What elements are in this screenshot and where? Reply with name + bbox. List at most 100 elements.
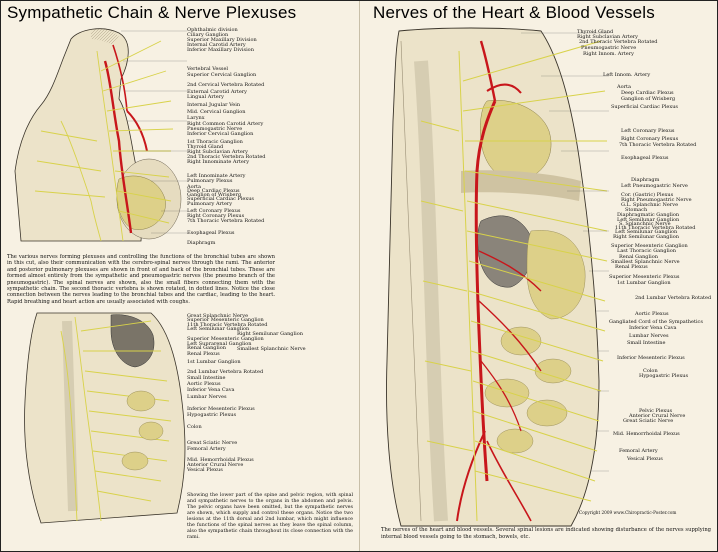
- upper-thorax-illustration: [14, 28, 187, 242]
- label: Hypogastric Plexus: [639, 373, 689, 379]
- label: Smallest Splanchnic Nerve: [611, 259, 680, 265]
- label: Renal Plexus: [615, 264, 648, 270]
- label: Right Coronary Plexus: [187, 213, 245, 219]
- label: Gangliated Cord of the Sympathetics: [609, 319, 703, 325]
- label: Esophageal Plexus: [187, 230, 235, 236]
- label: Aortic Plexus: [187, 381, 221, 387]
- label: 2nd Lumbar Vertebra Rotated: [187, 369, 264, 375]
- label: Inferior Mesenteric Plexus: [617, 355, 685, 361]
- label: Inferior Mesenteric Plexus: [187, 406, 255, 412]
- label: Diaphragmatic Ganglion: [617, 212, 680, 218]
- label: Larynx: [187, 115, 205, 121]
- label: Left Innominate Artery: [187, 173, 246, 179]
- label: Left Innom. Artery: [603, 72, 651, 78]
- label: Inferior Maxillary Division: [187, 47, 254, 53]
- label: S. Splanchnic Nerve: [619, 221, 671, 227]
- label: Renal Ganglion: [187, 345, 226, 351]
- label: Mid. Cervical Ganglion: [187, 109, 246, 115]
- label: Inferior Cervical Ganglion: [187, 131, 254, 137]
- label: Right Coronary Plexus: [621, 136, 679, 142]
- label: Small Intestine: [187, 375, 226, 381]
- torso-illustration: [386, 27, 609, 527]
- label: Right Pneumogastric Nerve: [621, 197, 692, 203]
- label: Right Innom. Artery: [583, 51, 634, 57]
- label: Great Sciatic Nerve: [623, 418, 674, 424]
- label: 2nd Cervical Vertebra Rotated: [187, 82, 265, 88]
- label: Pelvic Plexus: [639, 408, 673, 414]
- left-bottom-labels: Great Splanchnic Nerve Superior Mesenter…: [187, 313, 306, 489]
- label: Left Semilunar Ganglion: [615, 229, 678, 235]
- label: Aortic Plexus: [635, 311, 669, 317]
- label: Deep Cardiac Plexus: [187, 188, 240, 194]
- label: 1st Thoracic Ganglion: [187, 139, 243, 145]
- label: Great Splanchnic Nerve: [187, 313, 249, 319]
- label: Superficial Cardiac Plexus: [611, 104, 678, 110]
- label: Superior Cervical Ganglion: [187, 72, 257, 78]
- label: Pneumogastric Nerve: [187, 126, 243, 132]
- label: Right Semilunar Ganglion: [237, 331, 303, 337]
- label: 2nd Thoracic Vertebra Rotated: [187, 154, 266, 160]
- label: Anterior Crural Nerve: [629, 413, 686, 419]
- label: Right Common Carotid Artery: [187, 121, 264, 127]
- panel-divider: [359, 1, 360, 551]
- label: Deep Cardiac Plexus: [621, 90, 674, 96]
- label: Internal Jugular Vein: [187, 102, 241, 108]
- label: Mid. Hemorrhoidal Plexus: [187, 457, 254, 463]
- label: Internal Carotid Artery: [187, 42, 246, 48]
- label: Lingual Artery: [187, 94, 224, 100]
- label: Small Intestine: [627, 340, 666, 346]
- label: Lumbar Nerves: [187, 394, 227, 400]
- label: Esophageal Plexus: [621, 155, 669, 161]
- label: Great Sciatic Nerve: [187, 440, 238, 446]
- label: External Carotid Artery: [187, 89, 248, 95]
- label: Vesical Plexus: [627, 456, 663, 462]
- left-top-labels: Ophthalmic division Ciliary Ganglion Sup…: [187, 27, 267, 246]
- label: Aorta: [187, 184, 202, 190]
- label: Left Semilunar Ganglion: [617, 217, 680, 223]
- label: Smallest Splanchnic Nerve: [237, 346, 306, 352]
- label: Superior Mesenteric Plexus: [609, 274, 680, 280]
- label: Superior Mesenteric Ganglion: [611, 243, 688, 249]
- label: Left Pneumogastric Nerve: [621, 183, 688, 189]
- label: G.L. Splanchnic Nerve: [621, 202, 679, 208]
- right-caption: The nerves of the heart and blood vessel…: [381, 527, 711, 540]
- label: Superior Mesenteric Ganglion: [187, 317, 264, 323]
- label: Superior Maxillary Division: [187, 37, 257, 43]
- label: Pulmonary Artery: [187, 201, 233, 207]
- label: Last Thoracic Ganglion: [617, 248, 677, 254]
- right-panel-title: Nerves of the Heart & Blood Vessels: [373, 3, 655, 22]
- label: 1st Lumbar Ganglion: [187, 359, 241, 365]
- label: Vesical Plexus: [187, 467, 223, 473]
- label: Diaphragm: [631, 177, 660, 183]
- lower-spine-illustration: [24, 312, 186, 524]
- label: Thyroid Gland: [187, 144, 224, 150]
- label: Superior Mesenteric Ganglion: [187, 336, 264, 342]
- label: 11th Thoracic Vertebra Rotated: [615, 225, 696, 231]
- label: Anterior Crural Nerve: [187, 462, 244, 468]
- right-labels: Thyroid Gland Right Subclavian Artery 2n…: [577, 29, 717, 491]
- copyright-text: Copyright 2009 www.Chiropractic-Poster.c…: [579, 510, 677, 515]
- label: Pulmonary Plexus: [187, 178, 233, 184]
- label: Diaphragm: [187, 240, 216, 246]
- left-bottom-description: Showing the lower part of the spine and …: [187, 493, 353, 540]
- label: Thyroid Gland: [577, 29, 614, 35]
- label: 7th Thoracic Vertebra Rotated: [619, 142, 697, 148]
- label: Colon: [187, 424, 202, 430]
- label: Superficial Cardiac Plexus: [187, 196, 254, 202]
- label: Aorta: [617, 84, 632, 90]
- label: 11th Thoracic Vertebra Rotated: [187, 322, 268, 328]
- label: 2nd Thoracic Vertebra Rotated: [579, 39, 658, 45]
- label: Inferior Vena Cava: [629, 325, 677, 331]
- label: Renal Plexus: [187, 351, 220, 357]
- label: Femoral Artery: [619, 448, 658, 454]
- label: 1st Lumbar Ganglion: [617, 280, 671, 286]
- left-panel-title: Sympathetic Chain & Nerve Plexuses: [7, 3, 297, 22]
- label: Left Semilunar Ganglion: [187, 326, 250, 332]
- label: Right Subclavian Artery: [187, 149, 249, 155]
- label: Pneumogastric Nerve: [581, 45, 637, 51]
- left-description: The various nerves forming plexuses and …: [7, 254, 275, 305]
- label: Right Subclavian Artery: [577, 34, 639, 40]
- label: Lumbar Nerves: [629, 333, 669, 339]
